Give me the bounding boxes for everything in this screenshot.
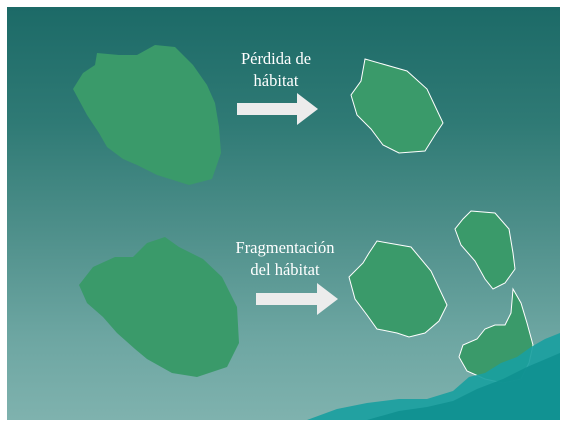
slide: Pérdida de hábitat Fragmentación del háb…	[7, 7, 560, 420]
label-fragmentation: Fragmentación del hábitat	[210, 237, 360, 281]
corner-wave-highlight	[367, 353, 560, 420]
label-fragmentation-line1: Fragmentación	[235, 238, 335, 257]
arrow-habitat-loss	[237, 93, 318, 125]
habitat-patch-reduced	[350, 58, 444, 154]
habitat-patch-original-top	[73, 45, 221, 185]
label-habitat-loss: Pérdida de hábitat	[217, 48, 335, 92]
habitat-fragment-upper	[454, 210, 516, 290]
label-habitat-loss-line2: hábitat	[253, 71, 299, 90]
label-fragmentation-line2: del hábitat	[250, 260, 320, 279]
habitat-patch-original-bottom	[79, 237, 239, 377]
diagram-canvas	[73, 45, 560, 420]
label-habitat-loss-line1: Pérdida de	[240, 49, 312, 68]
arrow-fragmentation	[256, 283, 338, 315]
habitat-fragment-main	[348, 240, 448, 338]
